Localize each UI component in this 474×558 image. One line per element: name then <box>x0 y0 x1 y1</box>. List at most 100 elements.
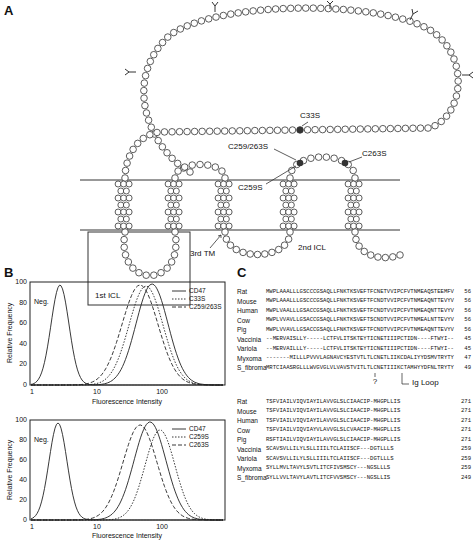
residue <box>367 252 374 259</box>
residue <box>244 127 251 134</box>
residue <box>172 229 179 236</box>
residue <box>223 188 229 194</box>
residue-number: 259 <box>461 465 471 472</box>
species-name: Variola <box>237 345 257 352</box>
residue <box>176 181 182 187</box>
residue <box>410 125 417 132</box>
residue <box>233 246 240 253</box>
legend <box>172 291 186 445</box>
residue <box>288 216 294 222</box>
residue <box>387 125 394 132</box>
residue-number: 56 <box>464 289 471 296</box>
axis-title: Fluorescence Intensity <box>92 398 162 406</box>
residue <box>176 128 183 135</box>
residue <box>123 202 129 208</box>
region-label: 2nd ICL <box>298 244 326 253</box>
residue <box>198 18 205 25</box>
sequence: RSFTIAILVIQVIAYILAVVGLSLCIAACIP-MHGPLLIS <box>266 437 400 444</box>
residue <box>206 128 213 135</box>
cysteine-dot <box>297 127 304 134</box>
residue <box>349 126 356 133</box>
residue <box>124 160 131 167</box>
sequence: SYLLVVLTAVYLAVTLITCFVVSMSCY---NGSLLIS <box>266 475 390 482</box>
residue <box>425 125 432 132</box>
residue <box>325 5 332 12</box>
residue <box>143 272 150 279</box>
residue <box>289 127 296 134</box>
tick-label: 40 <box>19 476 27 484</box>
residue <box>159 39 166 46</box>
residue <box>122 175 129 182</box>
residue <box>184 128 191 135</box>
residue <box>173 202 179 208</box>
species-name: Mouse <box>237 298 257 305</box>
residue <box>148 124 155 131</box>
tick-label: 60 <box>19 456 27 464</box>
negative-control-label: Neg. <box>34 436 49 444</box>
residue <box>250 8 257 15</box>
residue <box>147 58 154 65</box>
residue <box>352 229 359 236</box>
residue-number: 49 <box>464 365 471 372</box>
residue <box>226 209 232 215</box>
histogram-curve <box>31 430 223 520</box>
species-name: Vaccinia <box>237 336 261 343</box>
species-name: Pig <box>237 436 246 443</box>
residue-number: 56 <box>464 308 471 315</box>
leader-line <box>210 235 221 248</box>
histogram-curve <box>31 285 223 385</box>
residue <box>222 175 229 182</box>
residue <box>226 181 232 187</box>
tick-label: 40 <box>19 340 27 348</box>
residue-number: 271 <box>461 427 471 434</box>
residue-number: 271 <box>461 399 471 406</box>
residue <box>353 236 360 243</box>
histogram-curve <box>31 286 223 385</box>
residue <box>142 102 149 109</box>
sequence: MWPLVVAVLLGSACCGSAQLLFNKTKSVEFTFCNDTVVIP… <box>266 327 454 334</box>
legend-label: C33S <box>189 295 205 302</box>
residue-number: 271 <box>461 437 471 444</box>
residue <box>308 155 315 162</box>
negative-control-label: Neg. <box>34 298 49 306</box>
residue <box>455 78 462 85</box>
residue-number: 45 <box>464 336 471 343</box>
leader-lines <box>210 122 362 248</box>
residue <box>333 6 340 13</box>
residue <box>175 168 182 175</box>
glycan-symbol <box>462 72 473 78</box>
residue <box>375 254 382 261</box>
legend-label: CD47 <box>189 425 206 432</box>
species-name: Rat <box>237 398 247 405</box>
residue <box>121 236 128 243</box>
residue <box>356 243 363 250</box>
mutation-sites <box>297 127 349 167</box>
residue <box>353 188 359 194</box>
residue <box>171 252 178 259</box>
glycan-symbol <box>212 2 218 12</box>
residue <box>397 252 404 259</box>
axis-title: Relative Frequency <box>6 440 14 500</box>
residue <box>174 160 181 167</box>
residue <box>421 23 428 30</box>
residue <box>342 126 349 133</box>
species-name: Human <box>237 417 258 424</box>
residue <box>115 223 121 229</box>
residue <box>287 5 294 12</box>
residue <box>327 126 334 133</box>
mutation-label: C259S <box>238 184 262 193</box>
leader-line <box>266 166 296 184</box>
tick-label: 100 <box>15 416 27 424</box>
residue <box>140 135 147 142</box>
bracket-line <box>402 373 409 384</box>
species-name: Variola <box>237 455 257 462</box>
residue <box>121 209 127 215</box>
sequence: --MERVAISLLY-----LCTFVLITSKTEYTICNETIIIP… <box>266 336 454 343</box>
residue <box>370 10 377 17</box>
residue <box>141 87 148 94</box>
residue <box>334 126 341 133</box>
tick-label: 80 <box>19 299 27 307</box>
residue <box>259 127 266 134</box>
chain-guides <box>124 8 458 275</box>
residue <box>170 29 177 36</box>
